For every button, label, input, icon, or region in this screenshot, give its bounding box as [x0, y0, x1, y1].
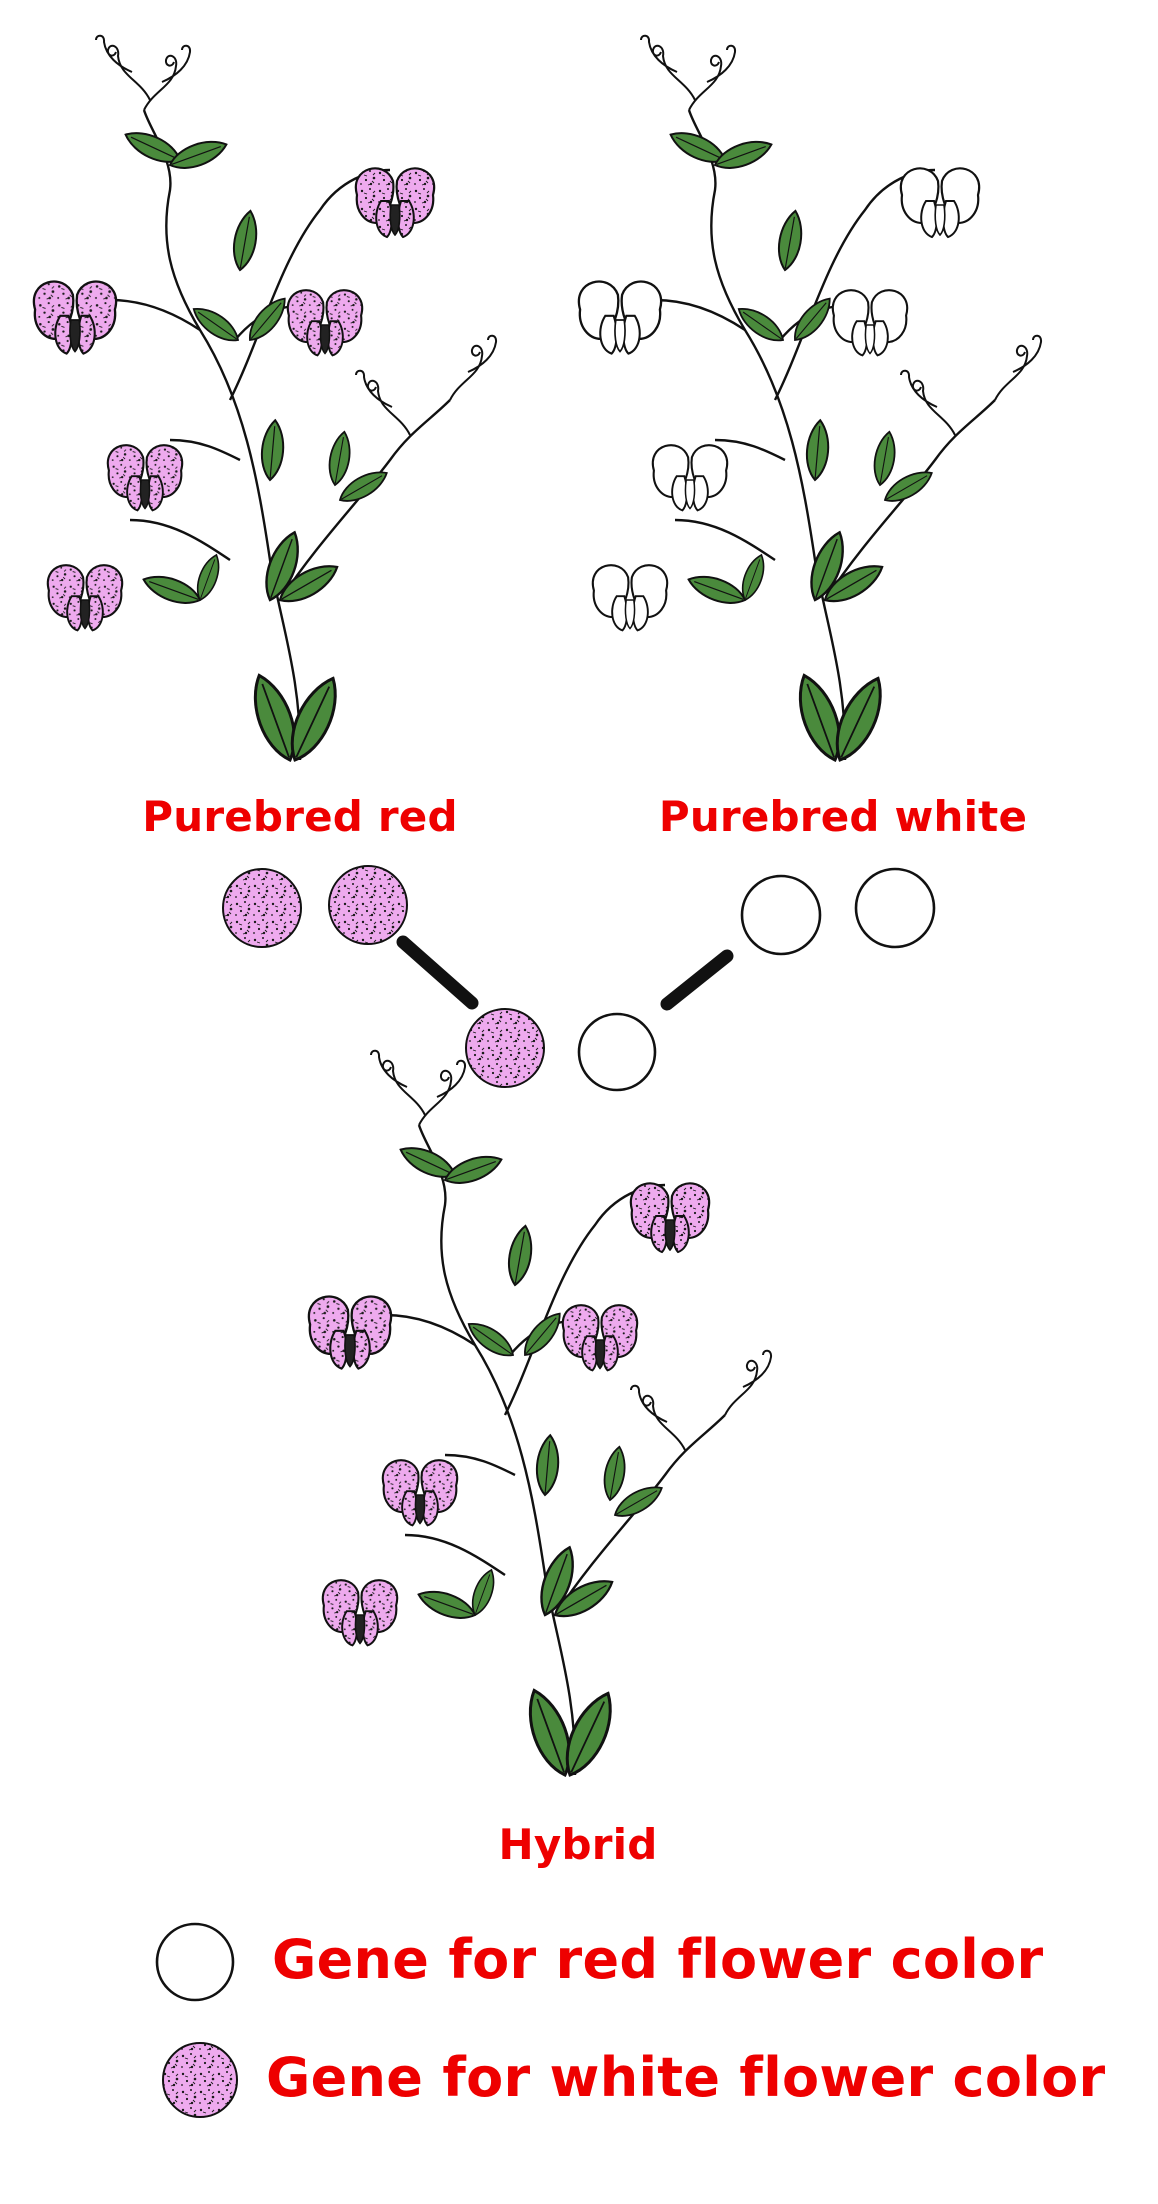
tendril — [355, 369, 411, 436]
white-flower — [899, 167, 981, 239]
stem — [687, 109, 847, 761]
allele-hybrid-2 — [577, 1012, 657, 1092]
leaf — [258, 418, 287, 482]
stem — [404, 1533, 506, 1576]
tendril — [900, 369, 956, 436]
allele-red-parent-1 — [222, 868, 302, 948]
plant-purebred-white — [577, 34, 1043, 769]
leaf — [803, 418, 832, 482]
pink-flower — [561, 1304, 639, 1372]
legend-symbol-empty-circle — [155, 1922, 235, 2002]
label-purebred-white: Purebred white — [658, 792, 1028, 841]
leaf — [516, 1306, 568, 1362]
leaf — [228, 208, 262, 273]
leaf — [139, 568, 205, 611]
leaf — [869, 429, 900, 488]
stem — [674, 518, 776, 561]
legend-text-white-gene: Gene for white flower color — [266, 2046, 1106, 2109]
pink-flower — [381, 1459, 459, 1527]
leaf — [773, 208, 807, 273]
stem — [384, 1313, 476, 1346]
plant-purebred-red — [32, 34, 498, 769]
tendril — [143, 44, 192, 111]
tendril — [994, 334, 1043, 401]
pink-flower — [321, 1579, 399, 1647]
plant-hybrid — [307, 1049, 773, 1784]
stem — [714, 438, 786, 462]
tendril — [724, 1349, 773, 1416]
pink-flower — [307, 1295, 393, 1370]
stem — [142, 109, 302, 761]
tendril — [95, 34, 151, 101]
white-flower — [591, 564, 669, 632]
tendril — [688, 44, 737, 111]
leaf — [533, 1433, 562, 1497]
allele-hybrid-1 — [465, 1008, 545, 1088]
tendril — [630, 1384, 686, 1451]
white-flower — [831, 289, 909, 357]
legend-symbol-speckled-circle — [162, 2042, 238, 2118]
tendril — [418, 1059, 467, 1126]
stem — [554, 1414, 726, 1616]
stem — [654, 298, 746, 331]
allele-white-parent-1 — [740, 874, 822, 956]
leaf — [684, 568, 750, 611]
label-hybrid: Hybrid — [498, 1820, 658, 1869]
allele-red-parent-2 — [328, 865, 408, 945]
stem — [129, 518, 231, 561]
stem — [109, 298, 201, 331]
pink-flower — [106, 444, 184, 512]
pink-flower — [286, 289, 364, 357]
stem — [824, 399, 996, 601]
allele-white-parent-2 — [854, 867, 936, 949]
connector-white-to-hybrid — [660, 949, 734, 1011]
pink-flower — [629, 1182, 711, 1254]
pink-flower — [354, 167, 436, 239]
white-flower — [651, 444, 729, 512]
leaf — [503, 1223, 537, 1288]
leaf — [324, 429, 355, 488]
tendril — [370, 1049, 426, 1116]
pink-flower — [32, 280, 118, 355]
tendril — [449, 334, 498, 401]
tendril — [640, 34, 696, 101]
connector-red-to-hybrid — [396, 935, 479, 1010]
stem — [417, 1124, 577, 1776]
stem — [169, 438, 241, 462]
white-flower — [577, 280, 663, 355]
leaf — [599, 1444, 630, 1503]
stem — [444, 1453, 516, 1477]
stem — [279, 399, 451, 601]
leaf — [241, 291, 293, 347]
pink-flower — [46, 564, 124, 632]
leaf — [414, 1583, 480, 1626]
legend-text-red-gene: Gene for red flower color — [272, 1928, 1044, 1991]
label-purebred-red: Purebred red — [142, 792, 458, 841]
leaf — [786, 291, 838, 347]
